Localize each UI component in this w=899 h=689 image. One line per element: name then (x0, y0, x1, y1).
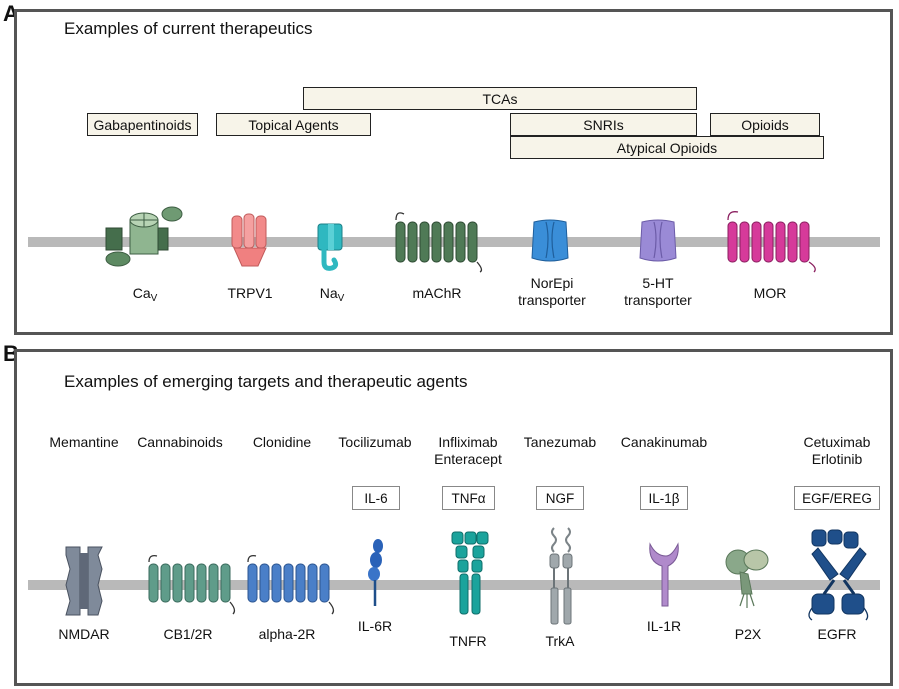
drug-box-tcas: TCAs (303, 87, 697, 110)
alpha2r-gpcr-icon (247, 554, 335, 615)
drug-clonidine: Clonidine (252, 434, 312, 450)
drug-memantine: Memantine (49, 434, 119, 450)
cav-channel-icon (105, 206, 183, 267)
egfr-label: EGFR (817, 626, 857, 642)
il6r-icon (368, 539, 383, 606)
ligand-egf: EGF/EREG (794, 486, 880, 510)
mor-label: MOR (753, 285, 787, 301)
5ht-transporter-icon (639, 219, 677, 262)
ligand-il1b: IL-1β (640, 486, 688, 510)
drug-tanezumab: Tanezumab (523, 434, 597, 450)
nmdar-icon (65, 546, 103, 616)
panel-b (14, 349, 893, 686)
ligand-il6: IL-6 (352, 486, 400, 510)
alpha2r-label: alpha-2R (258, 626, 316, 642)
drug-cannabinoids: Cannabinoids (137, 434, 223, 450)
il6r-label: IL-6R (357, 618, 393, 634)
trka-label: TrkA (545, 633, 575, 649)
egfr-icon (808, 529, 869, 621)
machr-gpcr-icon (395, 212, 483, 273)
ligand-ngf: NGF (536, 486, 584, 510)
cav-label: CaV (132, 285, 158, 304)
panel-a-title: Examples of current therapeutics (64, 19, 313, 38)
nav-label: NaV (319, 285, 345, 304)
trpv1-channel-icon (231, 213, 267, 267)
tnfr-label: TNFR (449, 633, 487, 649)
drug-tocilizumab: Tocilizumab (338, 434, 412, 450)
nmdar-label: NMDAR (58, 626, 110, 642)
drug-box-topical-agents: Topical Agents (216, 113, 371, 136)
p2x-icon (725, 549, 769, 608)
cb-label: CB1/2R (163, 626, 213, 642)
drug-box-opioids: Opioids (710, 113, 820, 136)
drug-box-atypical-opioids: Atypical Opioids (510, 136, 824, 159)
drug-canakinumab: Canakinumab (620, 434, 708, 450)
cb-gpcr-icon (148, 554, 236, 615)
il1r-icon (649, 542, 679, 607)
panel-a (14, 9, 893, 335)
tnfr-icon (451, 531, 489, 615)
norepi-transporter-icon (531, 219, 569, 262)
machr-label: mAChR (412, 285, 462, 301)
trpv1-label: TRPV1 (227, 285, 273, 301)
nav-channel-icon (317, 223, 343, 271)
trka-icon (549, 527, 573, 625)
ligand-tnfa: TNFα (442, 486, 495, 510)
mor-gpcr-icon (727, 211, 816, 273)
panel-b-title: Examples of emerging targets and therape… (64, 372, 468, 391)
drug-box-snris: SNRIs (510, 113, 697, 136)
membrane-a (28, 237, 880, 247)
drug-box-gabapentinoids: Gabapentinoids (87, 113, 198, 136)
membrane-b (28, 580, 880, 590)
il1r-label: IL-1R (646, 618, 682, 634)
p2x-label: P2X (734, 626, 762, 642)
